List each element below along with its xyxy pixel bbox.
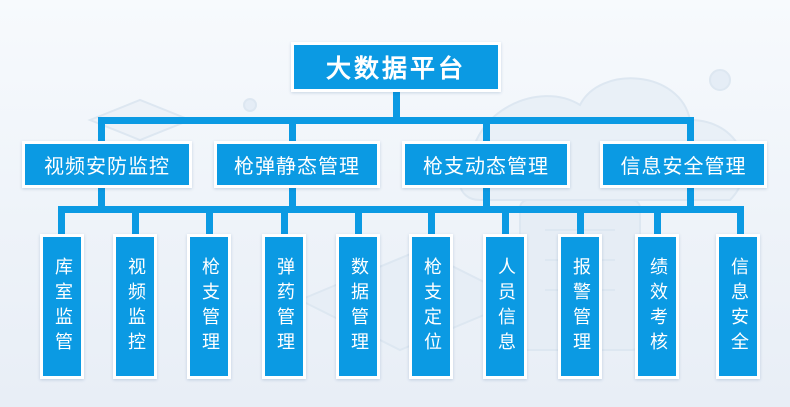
connector (289, 117, 296, 143)
category-node-video-security: 视频安防监控 (22, 141, 192, 188)
leaf-node-ammo-management: 弹药管理 (262, 234, 306, 379)
connector (483, 117, 490, 143)
connector (281, 206, 288, 236)
connector (98, 117, 694, 124)
connector (58, 206, 65, 236)
leaf-node-personnel-info: 人员信息 (483, 234, 527, 379)
root-node: 大数据平台 (291, 42, 501, 92)
category-node-static-arms: 枪弹静态管理 (214, 141, 380, 188)
connector (687, 117, 694, 143)
connector (393, 88, 400, 124)
leaf-node-gun-positioning: 枪支定位 (409, 234, 453, 379)
connector (289, 186, 296, 213)
connector (132, 206, 139, 236)
connector (502, 206, 509, 236)
leaf-node-video-monitoring: 视频监控 (113, 234, 157, 379)
leaf-node-information-security: 信息安全 (716, 234, 760, 379)
connector (58, 206, 744, 213)
connector (206, 206, 213, 236)
connector (98, 117, 105, 143)
leaf-node-gun-management: 枪支管理 (187, 234, 231, 379)
connector (355, 206, 362, 236)
leaf-node-data-management: 数据管理 (336, 234, 380, 379)
connector (654, 206, 661, 236)
connector (577, 206, 584, 236)
leaf-node-performance-review: 绩效考核 (635, 234, 679, 379)
category-node-info-security: 信息安全管理 (600, 141, 767, 188)
connector (737, 206, 744, 236)
connector (687, 186, 694, 213)
category-node-dynamic-arms: 枪支动态管理 (402, 141, 570, 188)
leaf-node-vault-supervision: 库室监管 (40, 234, 84, 379)
connector (428, 206, 435, 236)
leaf-node-alarm-management: 报警管理 (558, 234, 602, 379)
connector (98, 186, 105, 213)
connector (483, 186, 490, 213)
